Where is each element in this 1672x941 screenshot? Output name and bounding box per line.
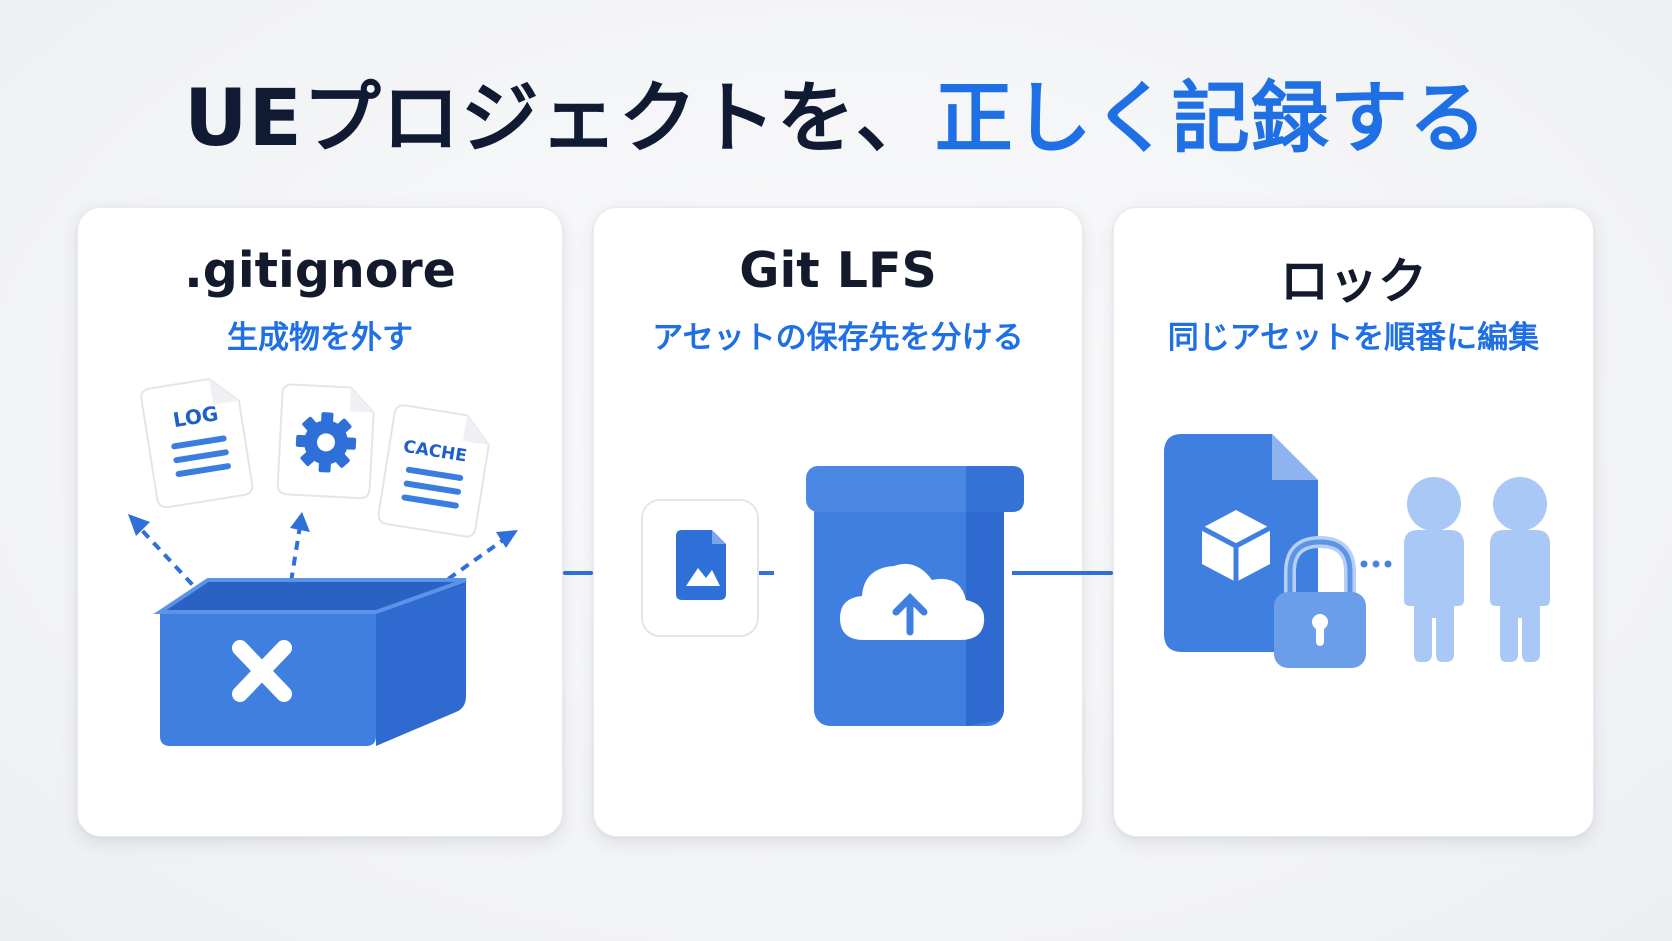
card-title: .gitignore: [184, 242, 456, 299]
image-file-icon: [641, 499, 759, 637]
connector-line-left: [563, 571, 593, 575]
page-title: UEプロジェクトを、正しく記録する: [0, 56, 1672, 168]
arrow-heads: [128, 512, 518, 548]
padlock-icon: [1274, 535, 1366, 668]
card-title: Git LFS: [739, 242, 937, 299]
card-lock: ロック 同じアセットを順番に編集: [1113, 207, 1594, 837]
card-title: ロック: [1279, 253, 1427, 310]
ellipsis-dots: [1360, 560, 1392, 568]
card-git-lfs: Git LFS アセットの保存先を分ける: [593, 207, 1084, 837]
card-subtitle: 同じアセットを順番に編集: [1167, 320, 1540, 356]
person-icon: [1490, 477, 1550, 662]
box-x-icon: [153, 578, 467, 746]
x-mark: [232, 640, 292, 702]
gear-file-icon: [276, 383, 375, 500]
cache-file-icon: CACHE: [377, 404, 490, 538]
log-file-icon: LOG: [140, 377, 254, 509]
title-part-highlight: 正しく記録する: [934, 74, 1488, 164]
card-subtitle: アセットの保存先を分ける: [652, 320, 1024, 356]
git-lfs-illustration: [641, 466, 1084, 726]
cloud-upload-icon: [840, 563, 985, 640]
card-subtitle: 生成物を外す: [227, 320, 413, 356]
gitignore-illustration: LOG: [128, 377, 518, 746]
connector-line-right: [1083, 571, 1113, 575]
title-part-dark: UEプロジェクトを、: [184, 74, 935, 164]
lock-illustration: [1164, 434, 1550, 668]
person-icon: [1404, 477, 1464, 662]
card-gitignore: .gitignore 生成物を外す LOG: [77, 207, 563, 837]
